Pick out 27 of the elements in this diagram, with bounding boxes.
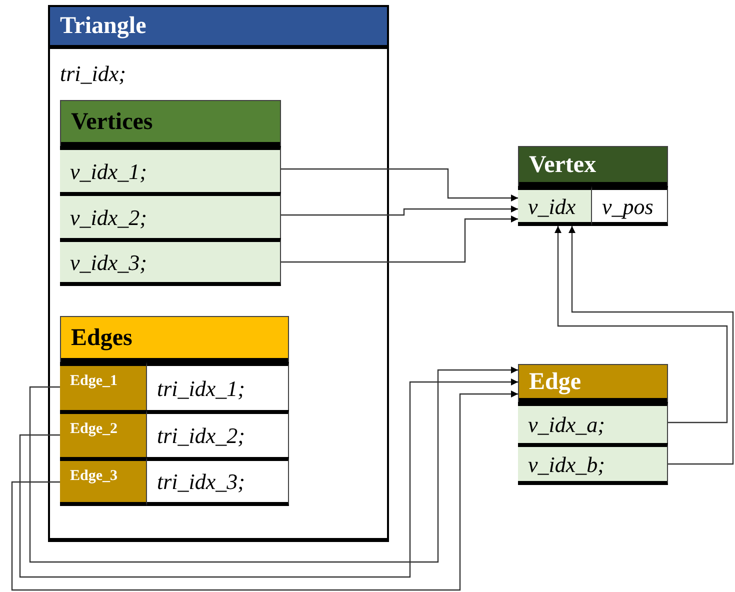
field-cell: v_idx_3;: [60, 238, 281, 286]
arrow: [281, 206, 518, 216]
field-cell: v_idx_1;: [60, 146, 281, 192]
arrow: [568, 226, 734, 465]
edge-tag-cell: Edge_1: [60, 362, 147, 410]
field-cell: v_idx_b;: [518, 443, 668, 485]
field-cell: v_idx: [518, 186, 592, 226]
class-box: [518, 146, 668, 226]
arrow: [281, 216, 518, 263]
class-title: Edges: [61, 317, 288, 362]
field-cell: v_idx_2;: [60, 192, 281, 238]
class-box: [60, 100, 281, 286]
class-box: [60, 316, 289, 506]
edge-tag-cell: Edge_3: [60, 457, 147, 506]
class-title: Vertices: [61, 101, 280, 146]
field-cell: v_pos: [592, 186, 668, 226]
class-title: Triangle: [50, 7, 387, 49]
class-title: Vertex: [519, 147, 667, 186]
class-title: Edge: [519, 365, 667, 402]
arrow: [554, 226, 728, 424]
field-cell: tri_idx_3;: [147, 457, 289, 506]
edge-tag-cell: Edge_2: [60, 410, 147, 457]
arrow: [281, 168, 518, 202]
field-cell: v_idx_a;: [518, 402, 668, 443]
field-text: tri_idx;: [60, 60, 126, 88]
class-box: [48, 5, 389, 542]
class-box: [518, 364, 668, 485]
